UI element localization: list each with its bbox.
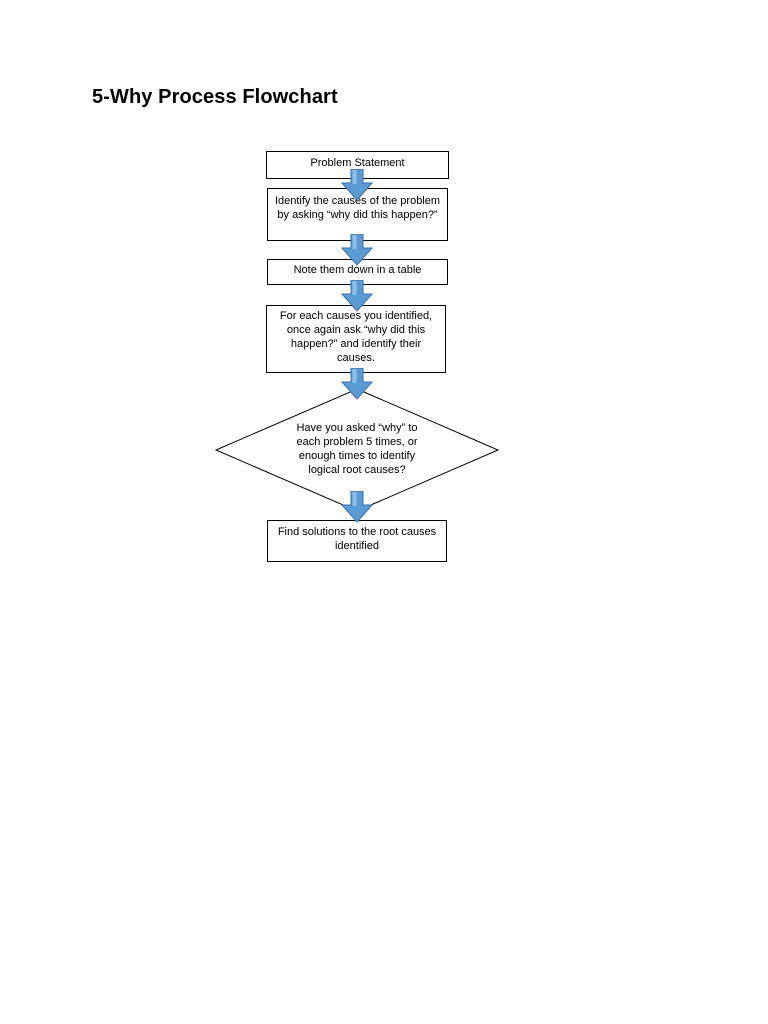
note-down-label: Note them down in a table	[293, 264, 422, 276]
decision-label: Have you asked “why” to each problem 5 t…	[296, 422, 418, 476]
for-each-cause-box: For each causes you identified, once aga…	[266, 305, 446, 373]
for-each-cause-label: For each causes you identified, once aga…	[279, 310, 433, 364]
down-arrow-icon	[341, 280, 373, 312]
down-arrow-icon	[341, 368, 373, 400]
find-solutions-box: Find solutions to the root causes identi…	[267, 520, 447, 562]
down-arrow-icon	[341, 491, 373, 523]
down-arrow-icon	[341, 169, 373, 201]
down-arrow-icon	[341, 234, 373, 266]
identify-causes-label: Identify the causes of the problem by as…	[274, 195, 441, 221]
problem-statement-label: Problem Statement	[310, 157, 405, 169]
find-solutions-label: Find solutions to the root causes identi…	[277, 526, 437, 552]
page-title: 5-Why Process Flowchart	[92, 86, 338, 108]
